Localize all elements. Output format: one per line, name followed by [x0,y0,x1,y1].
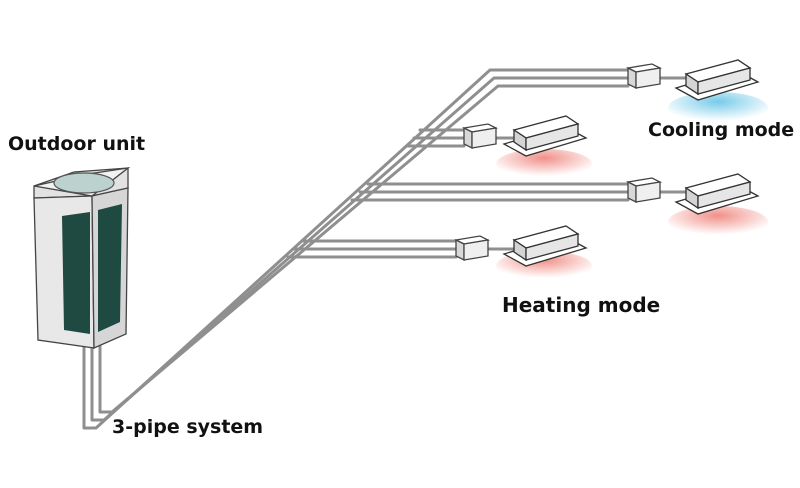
heating-glow-upper [496,149,592,179]
side-panel [98,204,122,332]
branch-box-upper [461,123,499,150]
indoor-unit-cooling [668,59,768,124]
cooling-glow [668,92,768,124]
pipe-2 [90,76,630,422]
branch-boxes [453,63,663,262]
pipe-1 [82,68,630,430]
front-panel [62,212,90,334]
indoor-unit-upper-heating [496,115,592,179]
branch-box-bottom [453,235,491,262]
pipe-system-label: 3-pipe system [112,416,264,438]
indoor-unit-bottom-heating [496,225,592,281]
indoor-unit-right-heating [668,173,768,238]
branch-box-top [625,63,663,90]
outdoor-unit [33,166,131,349]
heating-glow-right [668,206,768,238]
outdoor-unit-label: Outdoor unit [8,133,146,155]
branch-box-right [625,177,663,204]
fan-grille [53,172,115,194]
pipe-network [82,68,692,430]
cooling-mode-label: Cooling mode [648,119,795,141]
pipe-3 [98,84,630,414]
heating-mode-label: Heating mode [502,293,661,317]
